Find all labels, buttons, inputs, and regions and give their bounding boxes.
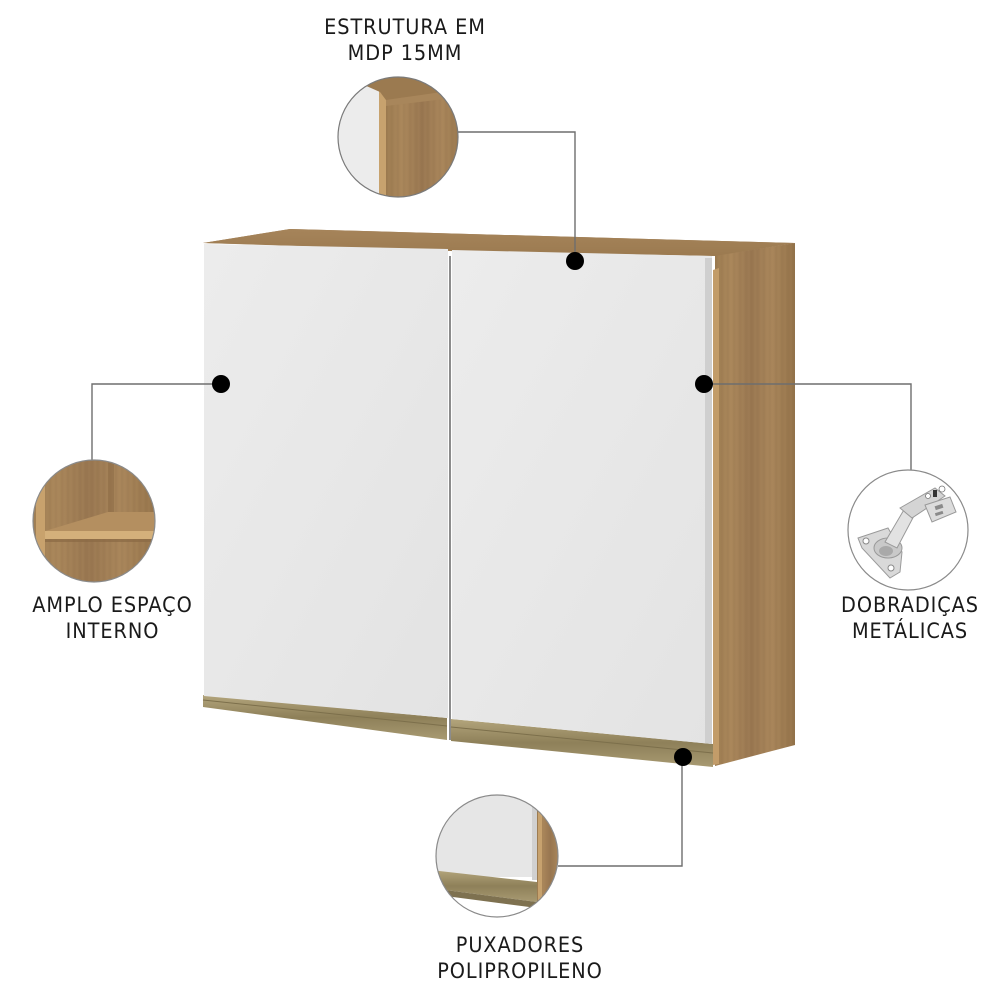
callout-label-estrutura: ESTRUTURA EM MDP 15MM — [308, 14, 501, 66]
wood-edge-detail-icon — [337, 76, 459, 198]
handle-profile-detail-icon — [435, 794, 559, 918]
callout-label-line2: INTERNO — [65, 619, 160, 643]
callout-dots — [212, 252, 713, 766]
shelf-interior-detail-icon — [32, 459, 156, 583]
connector-dobradicas — [704, 383, 912, 470]
metal-hinge-detail-icon — [847, 469, 969, 591]
cabinet-door-right — [452, 250, 712, 744]
callout-label-line2: POLIPROPILENO — [437, 959, 603, 983]
cabinet-door-left — [204, 244, 448, 718]
cabinet — [202, 229, 795, 767]
callout-connectors — [91, 131, 912, 867]
connector-amplo — [91, 383, 222, 460]
callout-label-line2: METÁLICAS — [851, 619, 969, 643]
callout-label-line2: MDP 15MM — [347, 41, 463, 65]
handle-profile-right — [451, 719, 713, 767]
callout-label-line1: DOBRADIÇAS — [841, 593, 979, 617]
callout-label-puxadores: PUXADORES POLIPROPILENO — [428, 932, 612, 984]
dot-dobradicas — [695, 375, 713, 393]
callout-label-amplo: AMPLO ESPAÇO INTERNO — [9, 592, 216, 644]
connector-estrutura — [458, 131, 576, 260]
callout-label-dobradicas: DOBRADIÇAS METÁLICAS — [827, 592, 993, 644]
callout-label-line1: PUXADORES — [455, 933, 585, 957]
dot-amplo — [212, 375, 230, 393]
callout-label-line1: ESTRUTURA EM — [324, 15, 486, 39]
callout-label-line1: AMPLO ESPAÇO — [32, 593, 193, 617]
connector-puxadores — [558, 757, 683, 867]
dot-estrutura — [566, 252, 584, 270]
dot-puxadores — [674, 748, 692, 766]
